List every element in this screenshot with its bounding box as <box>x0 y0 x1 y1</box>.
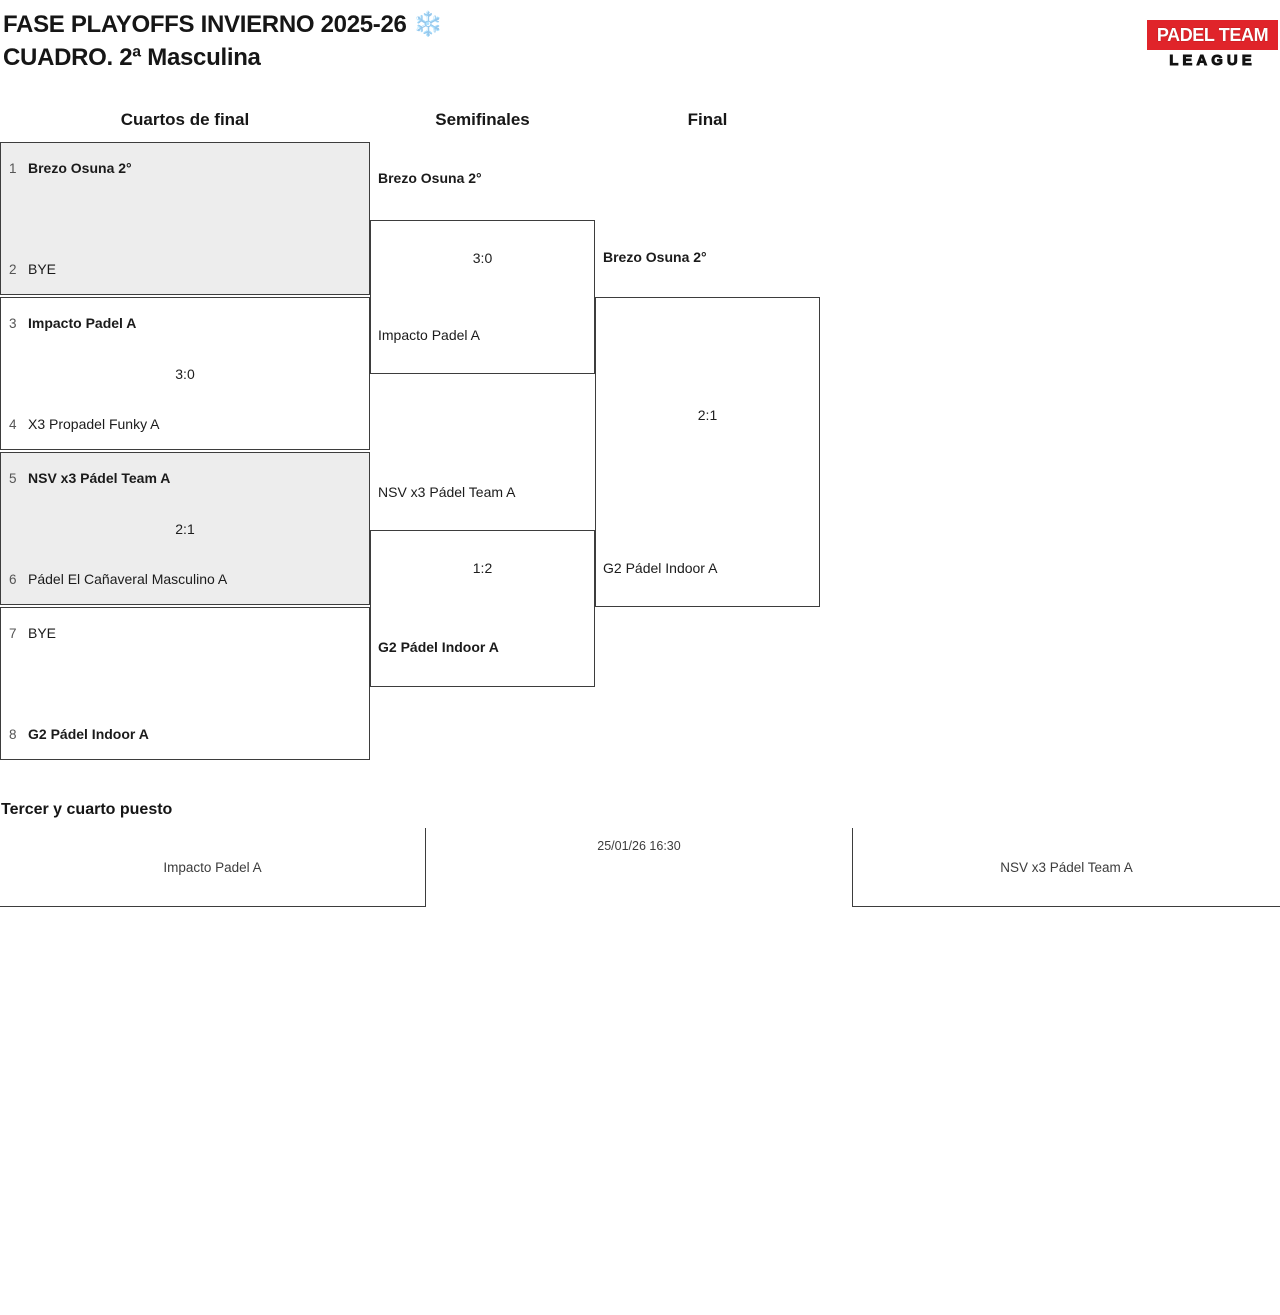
team-name: BYE <box>28 261 57 277</box>
team-row: 8 G2 Pádel Indoor A <box>9 726 363 743</box>
final-team-1-label: Brezo Osuna 2° <box>603 249 707 265</box>
semifinal-2-team-2-label: G2 Pádel Indoor A <box>378 639 499 655</box>
seed-number: 8 <box>9 727 17 742</box>
match-score: 2:1 <box>175 520 195 537</box>
team-name: X3 Propadel Funky A <box>28 416 160 432</box>
match-quarterfinal-2[interactable]: 3 Impacto Padel A 3:0 4 X3 Propadel Funk… <box>0 297 370 450</box>
team-name: G2 Pádel Indoor A <box>28 726 149 742</box>
column-header-semifinales: Semifinales <box>435 110 530 129</box>
team-row: 5 NSV x3 Pádel Team A <box>9 470 363 487</box>
semifinal-2-team-1-label: NSV x3 Pádel Team A <box>378 484 516 500</box>
team-row: 6 Pádel El Cañaveral Masculino A <box>9 571 363 588</box>
match-semifinal-1[interactable]: 3:0 <box>370 220 595 374</box>
team-row: 7 BYE <box>9 625 363 642</box>
padel-team-league-logo: PADEL TEAM LEAGUE <box>1147 20 1278 69</box>
seed-number: 6 <box>9 572 17 587</box>
team-name: Pádel El Cañaveral Masculino A <box>28 571 228 587</box>
seed-number: 4 <box>9 417 17 432</box>
team-name: BYE <box>28 625 57 641</box>
team-name: Impacto Padel A <box>28 315 137 331</box>
final-team-2-label: G2 Pádel Indoor A <box>603 560 718 576</box>
seed-number: 1 <box>9 161 17 176</box>
team-row: 1 Brezo Osuna 2° <box>9 160 363 177</box>
page-subtitle: CUADRO. 2ª Masculina <box>3 44 261 71</box>
seed-number: 7 <box>9 626 17 641</box>
team-row: 4 X3 Propadel Funky A <box>9 416 363 433</box>
match-semifinal-2[interactable]: 1:2 <box>370 530 595 687</box>
page-title: FASE PLAYOFFS INVIERNO 2025-26 ❄️ <box>3 11 443 38</box>
team-row: 2 BYE <box>9 261 363 278</box>
team-row: 3 Impacto Padel A <box>9 315 363 332</box>
team-name: Impacto Padel A <box>163 859 262 875</box>
logo-padel-team-text: PADEL TEAM <box>1147 20 1278 50</box>
match-score: 3:0 <box>472 250 493 266</box>
team-name: NSV x3 Pádel Team A <box>28 470 171 486</box>
column-header-cuartos-de-final: Cuartos de final <box>120 110 250 129</box>
semifinal-1-team-2-label: Impacto Padel A <box>378 327 480 343</box>
logo-league-text: LEAGUE <box>1169 52 1256 70</box>
seed-number: 3 <box>9 316 17 331</box>
match-quarterfinal-3[interactable]: 5 NSV x3 Pádel Team A 2:1 6 Pádel El Cañ… <box>0 452 370 605</box>
match-score: 1:2 <box>472 560 493 576</box>
match-score: 3:0 <box>175 365 195 382</box>
seed-number: 2 <box>9 262 17 277</box>
third-place-team-2-box[interactable]: NSV x3 Pádel Team A <box>852 828 1280 907</box>
match-quarterfinal-4[interactable]: 7 BYE 8 G2 Pádel Indoor A <box>0 607 370 760</box>
match-score: 2:1 <box>697 407 718 423</box>
third-place-team-1-box[interactable]: Impacto Padel A <box>0 828 426 907</box>
team-name: NSV x3 Pádel Team A <box>1000 859 1133 875</box>
seed-number: 5 <box>9 471 17 486</box>
match-final[interactable]: 2:1 <box>595 297 820 607</box>
team-name: Brezo Osuna 2° <box>28 160 132 176</box>
column-header-final: Final <box>687 110 728 129</box>
match-quarterfinal-1[interactable]: 1 Brezo Osuna 2° 2 BYE <box>0 142 370 295</box>
third-place-heading: Tercer y cuarto puesto <box>1 801 173 818</box>
third-place-match-datetime: 25/01/26 16:30 <box>597 839 681 853</box>
semifinal-1-team-1-label: Brezo Osuna 2° <box>378 170 482 186</box>
